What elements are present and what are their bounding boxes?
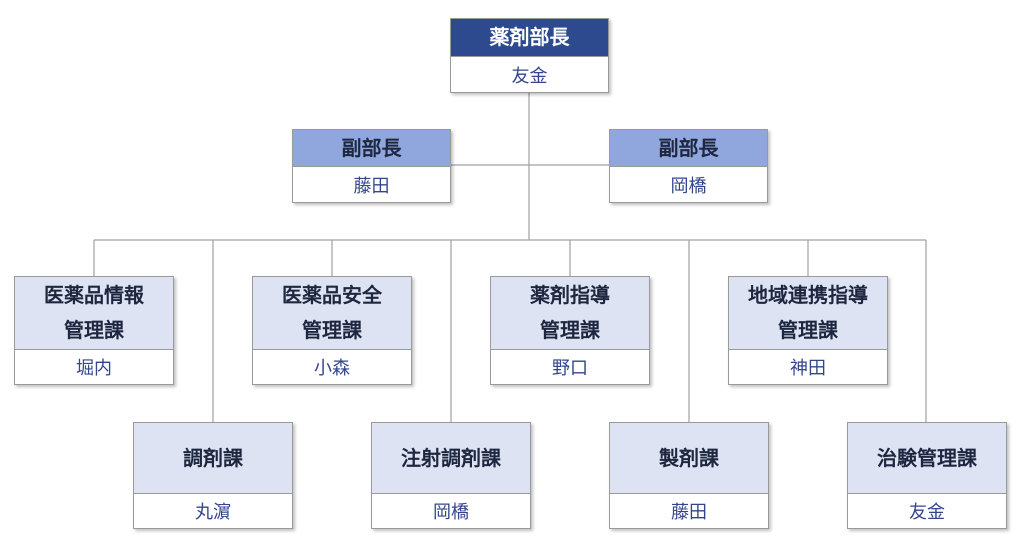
vice-director-right-name: 岡橋 (670, 175, 707, 197)
dept-head-name: 野口 (552, 358, 588, 379)
vice-director-right-box: 副部長 岡橋 (609, 129, 768, 203)
dept-title: 医薬品安全 管理課 (253, 277, 411, 350)
dept-box-dispensing: 調剤課 丸濵 (133, 422, 293, 529)
director-box: 薬剤部長 友金 (450, 18, 609, 93)
dept-head-name: 神田 (790, 358, 826, 379)
dept-title-line1: 薬剤指導 (530, 283, 610, 307)
dept-title: 治験管理課 (848, 423, 1006, 494)
dept-title-line2: 管理課 (64, 318, 124, 342)
dept-title-line2: 管理課 (778, 318, 838, 342)
dept-title: 医薬品情報 管理課 (15, 277, 173, 350)
dept-title: 注射調剤課 (372, 423, 530, 494)
dept-title: 製剤課 (610, 423, 768, 494)
vice-director-left-box: 副部長 藤田 (292, 129, 451, 203)
dept-title-line1: 医薬品安全 (282, 283, 382, 307)
dept-head-name: 丸濵 (195, 502, 231, 523)
dept-box-injection-dispensing: 注射調剤課 岡橋 (371, 422, 531, 529)
director-title: 薬剤部長 (451, 19, 608, 57)
vice-director-left-name: 藤田 (353, 175, 390, 197)
director-name: 友金 (511, 65, 548, 87)
dept-title-line1: 地域連携指導 (748, 283, 868, 307)
vice-director-right-title: 副部長 (610, 130, 767, 167)
dept-head-name: 友金 (909, 502, 945, 523)
dept-head-name: 岡橋 (433, 502, 469, 523)
dept-head-name: 小森 (314, 358, 350, 379)
dept-box-drug-safety: 医薬品安全 管理課 小森 (252, 276, 412, 385)
dept-title: 調剤課 (134, 423, 292, 494)
dept-head-name: 藤田 (671, 502, 707, 523)
dept-title-line1: 医薬品情報 (44, 283, 144, 307)
dept-title-line2: 管理課 (540, 318, 600, 342)
dept-title-line2: 管理課 (302, 318, 362, 342)
dept-box-formulation: 製剤課 藤田 (609, 422, 769, 529)
dept-title: 地域連携指導 管理課 (729, 277, 887, 350)
dept-box-clinical-trial: 治験管理課 友金 (847, 422, 1007, 529)
dept-box-community-liaison: 地域連携指導 管理課 神田 (728, 276, 888, 385)
dept-head-name: 堀内 (76, 358, 112, 379)
dept-box-drug-information: 医薬品情報 管理課 堀内 (14, 276, 174, 385)
vice-director-left-title: 副部長 (293, 130, 450, 167)
dept-title: 薬剤指導 管理課 (491, 277, 649, 350)
dept-box-pharmaceutical-guidance: 薬剤指導 管理課 野口 (490, 276, 650, 385)
